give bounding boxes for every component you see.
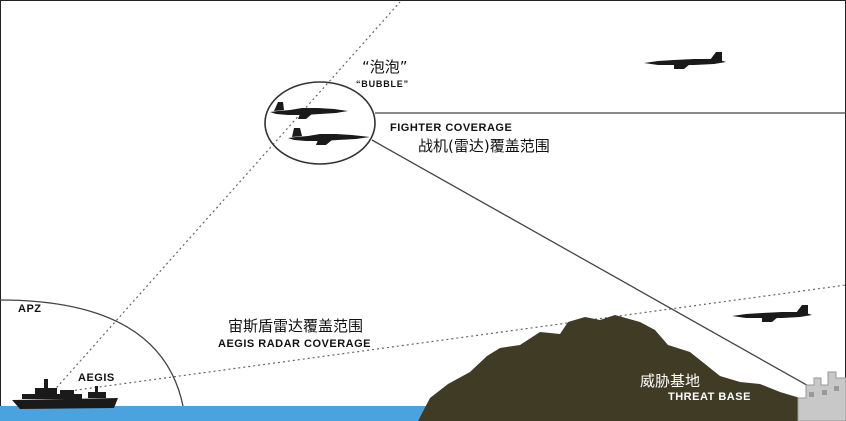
threat-base-building-icon xyxy=(797,371,846,421)
fighter-coverage-label-en: FIGHTER COVERAGE xyxy=(390,122,513,134)
threat-base-label-en: THREAT BASE xyxy=(668,391,751,403)
bubble-to-threat-line xyxy=(371,139,813,389)
warship-icon xyxy=(12,379,118,409)
fighter-jet-icon xyxy=(288,128,370,145)
apz-arc xyxy=(0,299,186,419)
sea xyxy=(0,406,430,421)
fighter-jet-icon xyxy=(644,52,726,69)
bubble-label-en: “BUBBLE” xyxy=(356,79,409,89)
aegis-coverage-label-cn: 宙斯盾雷达覆盖范围 xyxy=(228,317,364,335)
bubble-circle xyxy=(264,81,376,165)
aegis-coverage-label-en: AEGIS RADAR COVERAGE xyxy=(218,338,372,350)
fighter-coverage-label-cn: 战机(雷达)覆盖范围 xyxy=(418,137,550,155)
aegis-coverage-dotted-line xyxy=(54,284,846,394)
threat-base-label-cn: 威胁基地 xyxy=(640,372,701,390)
fighter-jet-icon xyxy=(270,102,348,119)
aegis-label: AEGIS xyxy=(78,372,115,384)
terrain-mountain xyxy=(418,315,800,421)
bubble-label-cn: “泡泡” xyxy=(362,58,408,76)
fighter-jet-icon xyxy=(732,305,812,322)
aegis-beam-dotted-line xyxy=(49,1,401,396)
apz-label: APZ xyxy=(18,303,42,315)
